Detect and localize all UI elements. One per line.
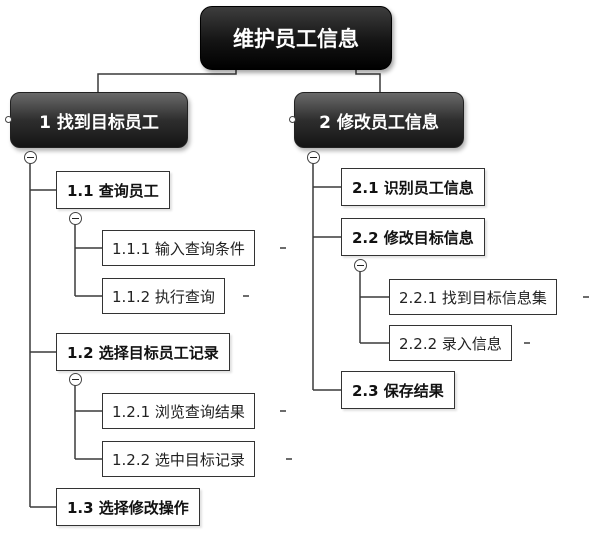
branch-label: 1 找到目标员工 xyxy=(39,112,159,133)
branch-node-1[interactable]: 1 找到目标员工 xyxy=(10,92,188,148)
subtopic-1-1-1[interactable]: 1.1.1 输入查询条件 xyxy=(102,230,255,266)
topic-1-3[interactable]: 1.3 选择修改操作 xyxy=(56,488,200,526)
topic-label: 1.1 查询员工 xyxy=(67,181,159,200)
subtopic-label: 1.1.1 输入查询条件 xyxy=(112,239,245,258)
topic-1-1[interactable]: 1.1 查询员工 xyxy=(56,171,170,209)
subtopic-2-2-2[interactable]: 2.2.2 录入信息 xyxy=(389,325,512,361)
subtopic-label: 1.1.2 执行查询 xyxy=(112,287,215,306)
branch-node-2[interactable]: 2 修改员工信息 xyxy=(294,92,464,148)
topic-label: 1.2 选择目标员工记录 xyxy=(67,343,219,362)
topic-2-3[interactable]: 2.3 保存结果 xyxy=(341,371,455,409)
subtopic-label: 1.2.2 选中目标记录 xyxy=(112,450,245,469)
collapse-toggle-icon[interactable] xyxy=(69,212,82,225)
subtopic-label: 2.2.2 录入信息 xyxy=(399,334,502,353)
root-label: 维护员工信息 xyxy=(233,27,359,51)
collapse-toggle-icon[interactable] xyxy=(354,259,367,272)
collapse-handle-dot[interactable] xyxy=(5,116,12,123)
subtopic-1-2-2[interactable]: 1.2.2 选中目标记录 xyxy=(102,441,255,477)
collapse-toggle-icon[interactable] xyxy=(69,373,82,386)
topic-2-1[interactable]: 2.1 识别员工信息 xyxy=(341,168,485,206)
subtopic-label: 1.2.1 浏览查询结果 xyxy=(112,402,245,421)
subtopic-2-2-1[interactable]: 2.2.1 找到目标信息集 xyxy=(389,279,557,315)
collapse-toggle-icon[interactable] xyxy=(24,151,37,164)
collapse-toggle-icon[interactable] xyxy=(307,151,320,164)
topic-1-2[interactable]: 1.2 选择目标员工记录 xyxy=(56,333,230,371)
collapse-handle-dot[interactable] xyxy=(289,116,296,123)
branch-label: 2 修改员工信息 xyxy=(319,112,439,133)
subtopic-1-1-2[interactable]: 1.1.2 执行查询 xyxy=(102,278,225,314)
topic-label: 2.2 修改目标信息 xyxy=(352,228,474,247)
topic-2-2[interactable]: 2.2 修改目标信息 xyxy=(341,218,485,256)
topic-label: 1.3 选择修改操作 xyxy=(67,498,189,517)
subtopic-label: 2.2.1 找到目标信息集 xyxy=(399,288,547,307)
topic-label: 2.1 识别员工信息 xyxy=(352,178,474,197)
subtopic-1-2-1[interactable]: 1.2.1 浏览查询结果 xyxy=(102,393,255,429)
topic-label: 2.3 保存结果 xyxy=(352,381,444,400)
root-node[interactable]: 维护员工信息 xyxy=(200,6,392,70)
